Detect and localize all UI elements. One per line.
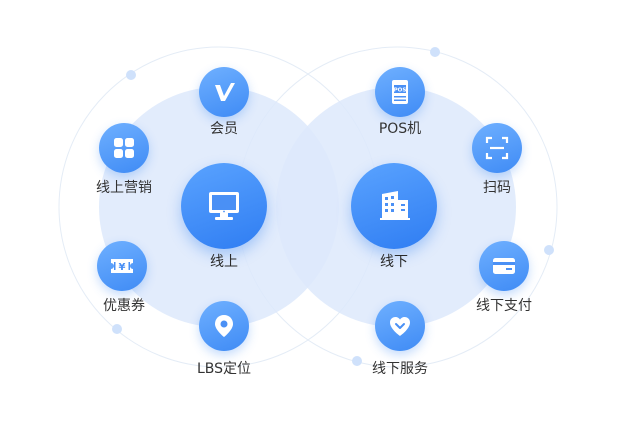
pos-screen-text: POS [394,88,407,94]
member-label: 会员 [210,121,238,137]
ring-dot [112,324,122,334]
monitor-icon [204,186,244,226]
scan-icon [483,134,511,162]
online-marketing-node[interactable] [99,123,149,173]
pos-label: POS机 [378,121,422,137]
ring-dot [352,356,362,366]
offline-payment-node[interactable] [479,241,529,291]
coupon-label: 优惠券 [103,298,145,314]
pos-terminal-icon: POS [385,77,415,107]
ring-dot [126,70,136,80]
offline-center-node[interactable] [351,163,437,249]
online-center-label: 线上 [210,254,238,270]
scan-node[interactable] [472,123,522,173]
lbs-node[interactable] [199,301,249,351]
heart-icon [386,312,414,340]
ring-dot [430,47,440,57]
offline-center-label: 线下 [380,254,408,270]
online-center-node[interactable] [181,163,267,249]
scan-label: 扫码 [483,180,511,196]
card-icon [489,251,519,281]
coupon-node[interactable]: ¥ [97,241,147,291]
svg-text:¥: ¥ [119,262,126,273]
v-logo-icon [209,77,239,107]
offline-payment-label: 线下支付 [476,298,532,314]
grid-apps-icon [110,134,138,162]
offline-service-label: 线下服务 [372,361,428,377]
online-marketing-label: 线上营销 [96,180,152,196]
pos-node[interactable]: POS [375,67,425,117]
location-pin-icon [210,312,238,340]
offline-service-node[interactable] [375,301,425,351]
ring-dot [544,245,554,255]
coupon-icon: ¥ [107,251,137,281]
member-node[interactable] [199,67,249,117]
lbs-label: LBS定位 [196,361,252,377]
building-icon [374,186,414,226]
